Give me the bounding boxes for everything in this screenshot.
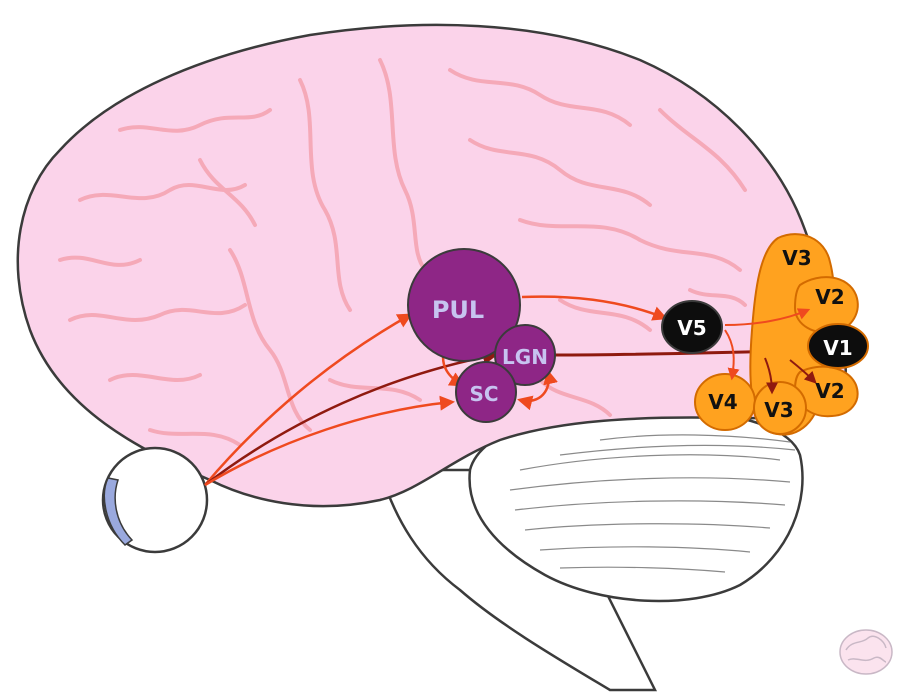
label-v1: V1 xyxy=(823,336,852,360)
cortical-connections xyxy=(724,308,817,395)
arrow-sc-lgn xyxy=(517,369,558,411)
node-v5 xyxy=(661,300,723,354)
arrow-v5-v4 xyxy=(724,329,740,381)
cerebellum xyxy=(468,406,804,603)
eye-icon xyxy=(101,446,209,554)
node-lgn xyxy=(494,324,556,386)
label-v3-upper: V3 xyxy=(782,246,811,270)
arrow-v5-v2-upper xyxy=(724,308,811,326)
area-v1 xyxy=(807,323,869,369)
label-pul: PUL xyxy=(432,296,484,324)
node-sc xyxy=(455,361,517,423)
label-sc: SC xyxy=(469,382,498,406)
brain-logo-icon xyxy=(839,629,893,675)
subcortical-nuclei xyxy=(407,248,556,423)
labels: PUL LGN SC V5 V1 V3 V2 V2 V4 V3 xyxy=(432,246,853,422)
node-pul xyxy=(407,248,521,362)
arrow-v1-v2-lower xyxy=(789,359,817,384)
arrow-eye-to-pul xyxy=(204,313,413,486)
label-v4: V4 xyxy=(708,390,737,414)
label-v5: V5 xyxy=(677,316,706,340)
label-v2-lower: V2 xyxy=(815,379,844,403)
area-v3-lower xyxy=(753,381,807,435)
label-v3-lower: V3 xyxy=(764,398,793,422)
label-lgn: LGN xyxy=(502,345,548,369)
arrow-pul-v5 xyxy=(521,295,668,321)
label-v2-upper: V2 xyxy=(815,285,844,309)
arrow-eye-to-sc xyxy=(204,395,455,487)
arrow-v1-v3-lower xyxy=(764,357,778,395)
